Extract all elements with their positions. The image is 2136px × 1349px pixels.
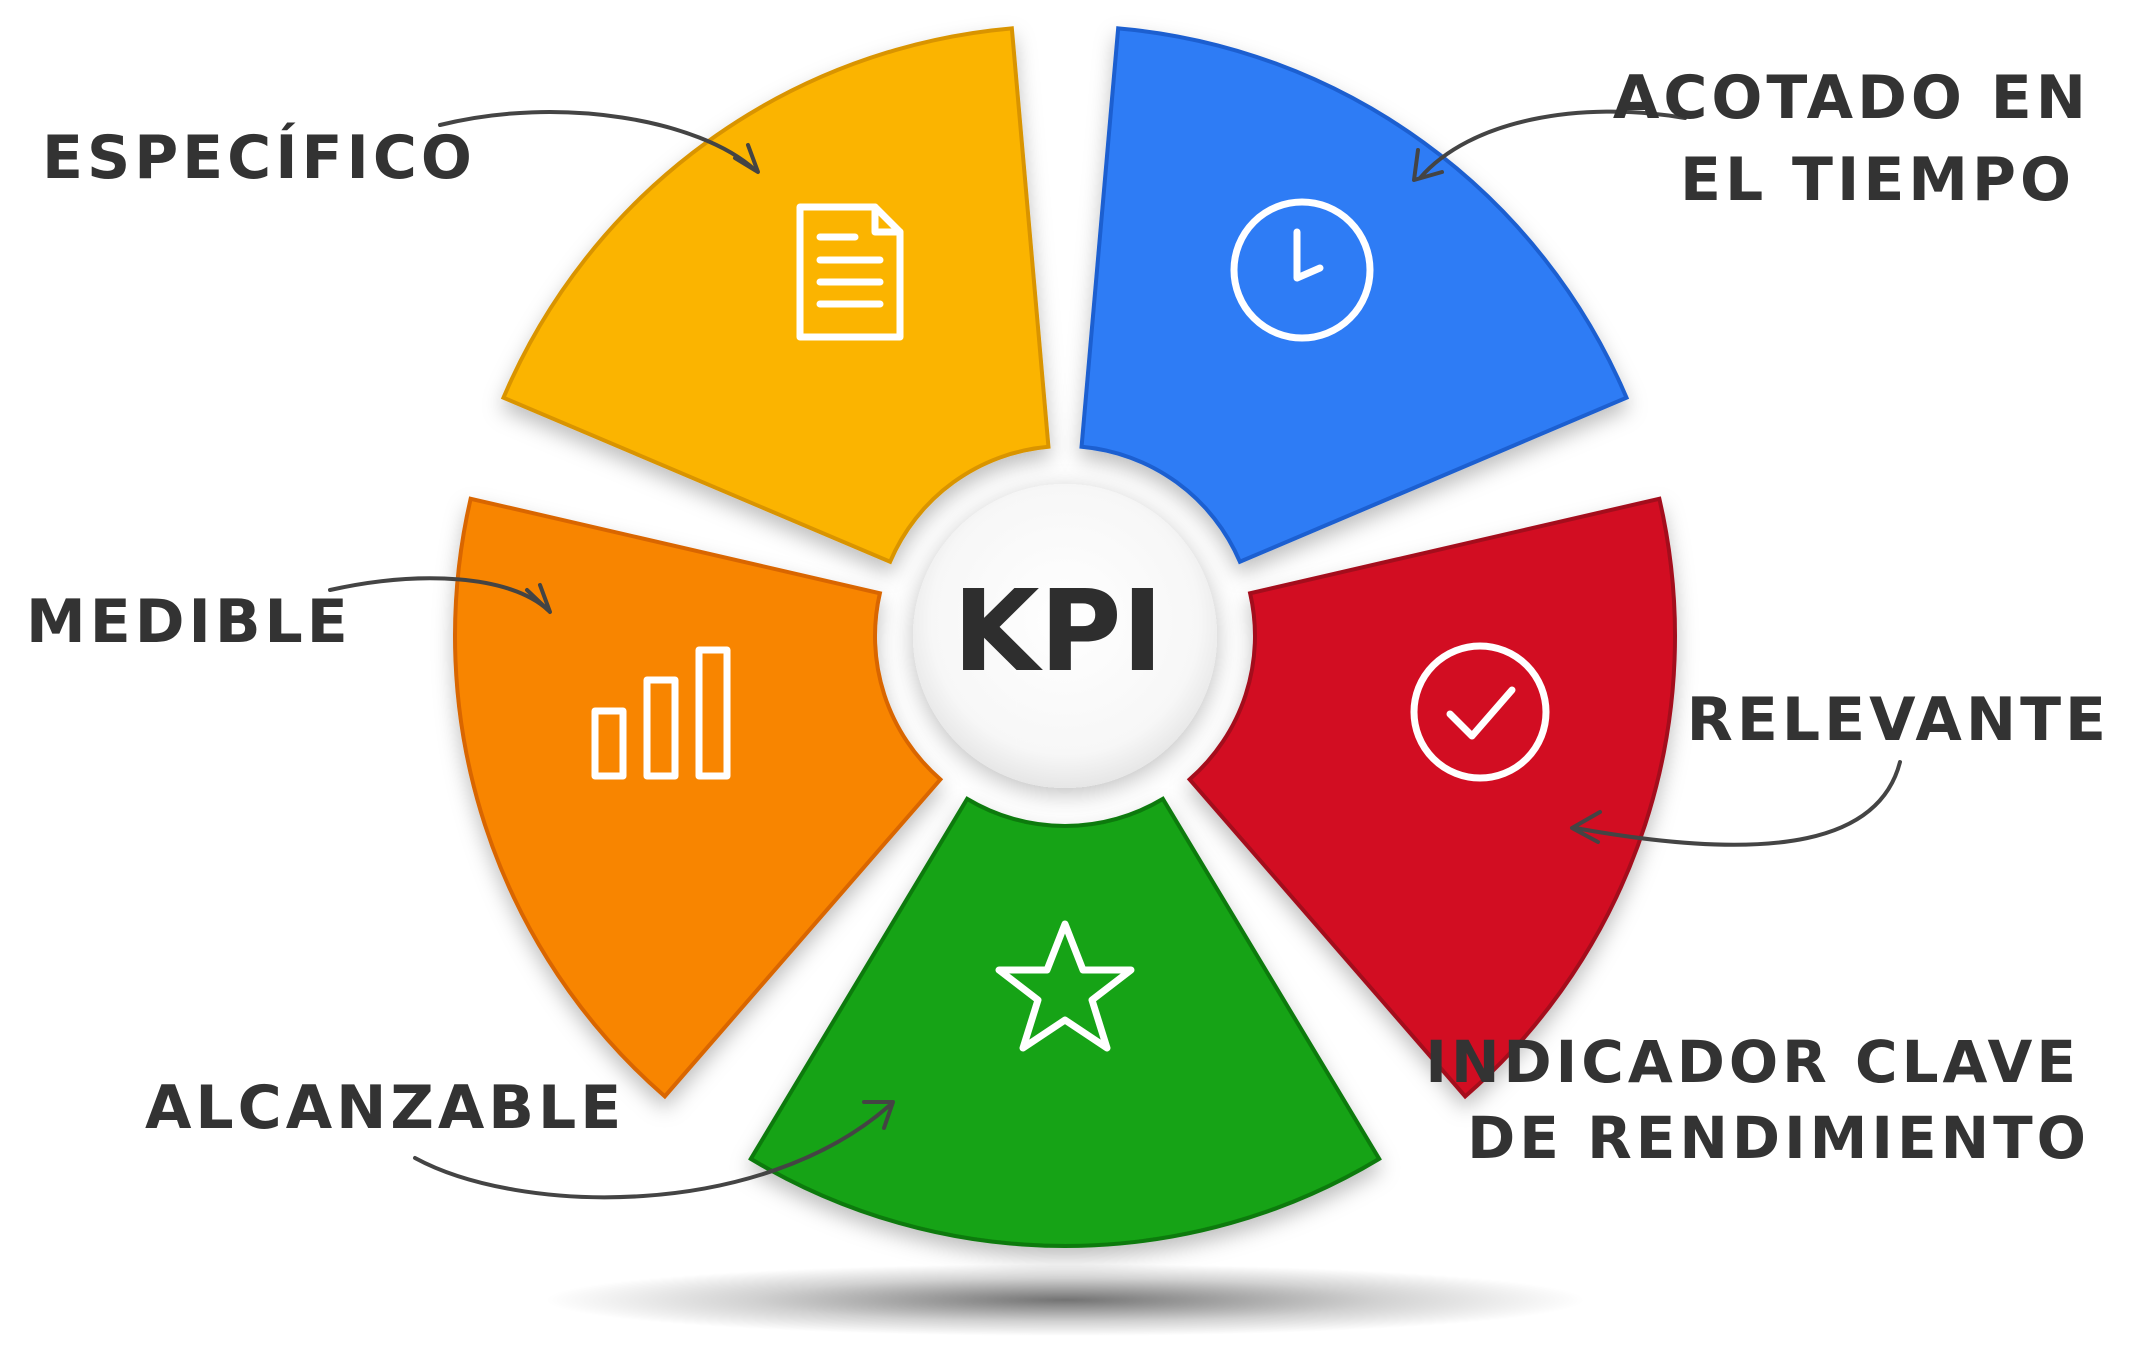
segment-alcanzable[interactable] [748, 796, 1382, 1248]
arrow-acotado [1412, 109, 1687, 182]
segment-acotado-shape [1079, 26, 1630, 565]
center-hub-circle [913, 484, 1217, 788]
label-footer-line1: INDICADOR CLAVE [1425, 1028, 2080, 1096]
segment-relevante[interactable] [1186, 496, 1678, 1100]
segment-medible[interactable] [453, 496, 944, 1100]
label-footer-line2: DE RENDIMIENTO [1467, 1104, 2090, 1172]
label-especifico: ESPECÍFICO [42, 121, 476, 193]
label-acotado-line1: ACOTADO EN [1613, 63, 2090, 133]
segment-relevante-shape [1186, 496, 1678, 1100]
bar-chart-icon [591, 646, 731, 780]
arrow-alcanzable [413, 1100, 895, 1200]
center-kpi-label: KPI [953, 567, 1164, 697]
segment-especifico[interactable] [500, 26, 1051, 565]
segment-especifico-shape [500, 26, 1051, 565]
arrow-relevante [1570, 760, 1902, 847]
clock-icon [1230, 198, 1374, 342]
center-hub: KPI [913, 484, 1217, 788]
checkmark-circle-icon [1410, 642, 1550, 782]
label-medible: MEDIBLE [26, 587, 352, 657]
arrow-medible [328, 576, 552, 614]
segment-medible-shape [453, 496, 944, 1100]
segment-acotado[interactable] [1079, 26, 1630, 565]
arrow-especifico [438, 110, 760, 174]
document-icon [796, 203, 904, 341]
label-acotado-line2: EL TIEMPO [1680, 145, 2075, 215]
floor-shadow [545, 1264, 1585, 1336]
label-alcanzable: ALCANZABLE [145, 1073, 625, 1143]
star-icon [995, 920, 1135, 1052]
label-relevante: RELEVANTE [1687, 685, 2110, 755]
